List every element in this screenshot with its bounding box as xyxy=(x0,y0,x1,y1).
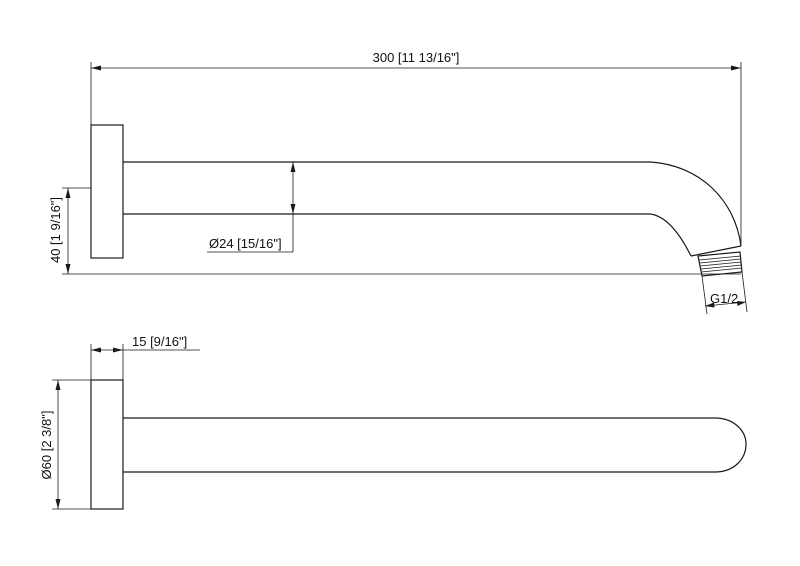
arrowhead xyxy=(91,347,101,353)
arrowhead xyxy=(731,65,741,71)
arrowhead xyxy=(113,347,123,353)
thread-line xyxy=(699,258,742,264)
spout-neck-line xyxy=(690,245,742,257)
plan-view: 15 [9/16"] Ø60 [2 3/8"] xyxy=(39,334,747,510)
arrowhead xyxy=(91,65,101,71)
thread-line xyxy=(700,264,743,270)
overall-length-label: 300 [11 13/16"] xyxy=(373,50,460,65)
arrowhead xyxy=(705,302,715,308)
height-offset-label: 40 [1 9/16"] xyxy=(48,197,63,263)
arrowhead xyxy=(65,264,71,274)
spout-pipe-outline xyxy=(123,161,742,247)
arrowhead xyxy=(290,204,296,214)
arrowhead xyxy=(55,499,61,509)
flange-diameter-label: Ø60 [2 3/8"] xyxy=(39,411,54,480)
arrowhead xyxy=(65,188,71,198)
wall-flange-side xyxy=(90,124,124,259)
thread-label: G1/2 xyxy=(710,291,738,306)
extension-line xyxy=(701,275,708,315)
flange-thickness-label: 15 [9/16"] xyxy=(132,334,187,349)
side-elevation-view: 300 [11 13/16"] Ø24 [15/16"] 40 [1 9/16"… xyxy=(48,50,748,315)
pipe-diameter-label: Ø24 [15/16"] xyxy=(209,236,282,251)
arrowhead xyxy=(737,301,746,306)
spout-plan-outline xyxy=(123,417,747,473)
thread-line xyxy=(698,255,742,261)
thread-line xyxy=(700,267,743,273)
arrowhead xyxy=(290,162,296,172)
spout-pipe-inner xyxy=(123,213,692,257)
extension-line xyxy=(741,271,748,313)
thread-line xyxy=(699,261,742,267)
wall-flange-plan xyxy=(90,379,124,510)
arrowhead xyxy=(55,380,61,390)
